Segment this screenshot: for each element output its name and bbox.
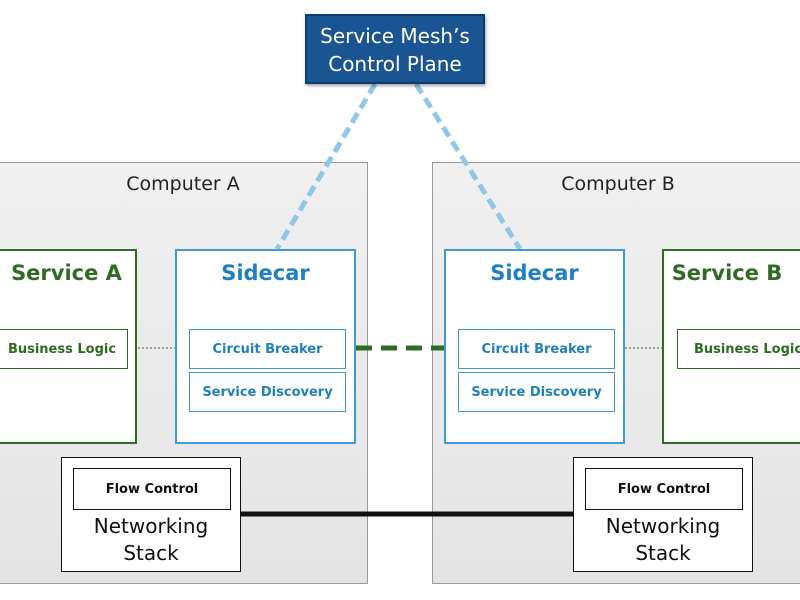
service-a-box: Service A Business Logic	[0, 249, 137, 444]
control-link-b	[413, 82, 523, 251]
sidecar-a-box: Sidecar Circuit Breaker Service Discover…	[175, 249, 356, 444]
control-plane-line2: Control Plane	[328, 52, 462, 76]
service-b-title: Service B	[671, 261, 783, 285]
networking-b-line1: Networking	[605, 514, 721, 538]
sidecar-b-title: Sidecar	[490, 261, 579, 285]
service-discovery-b: Service Discovery	[458, 372, 615, 412]
business-logic-a: Business Logic	[0, 329, 128, 369]
service-discovery-a: Service Discovery	[189, 372, 346, 412]
computer-a-title: Computer A	[126, 173, 240, 195]
control-plane-box: Service Mesh’s Control Plane	[305, 14, 485, 84]
circuit-breaker-a: Circuit Breaker	[189, 329, 346, 369]
control-plane-line1: Service Mesh’s	[320, 24, 470, 48]
flow-control-a: Flow Control	[73, 468, 231, 510]
networking-stack-a: Flow Control Networking Stack	[61, 457, 241, 572]
business-logic-b: Business Logic	[677, 329, 800, 369]
networking-stack-a-label: Networking Stack	[62, 513, 240, 567]
flow-control-b: Flow Control	[585, 468, 743, 510]
networking-stack-b: Flow Control Networking Stack	[573, 457, 753, 572]
circuit-breaker-b: Circuit Breaker	[458, 329, 615, 369]
sidecar-b-box: Sidecar Circuit Breaker Service Discover…	[444, 249, 625, 444]
networking-b-line2: Stack	[635, 541, 691, 565]
service-a-title: Service A	[11, 261, 122, 285]
networking-a-line1: Networking	[93, 514, 209, 538]
networking-stack-b-label: Networking Stack	[574, 513, 752, 567]
service-b-box: Service B Business Logic	[662, 249, 800, 444]
control-link-a	[274, 82, 378, 251]
networking-a-line2: Stack	[123, 541, 179, 565]
computer-b-title: Computer B	[561, 173, 675, 195]
sidecar-a-title: Sidecar	[221, 261, 310, 285]
